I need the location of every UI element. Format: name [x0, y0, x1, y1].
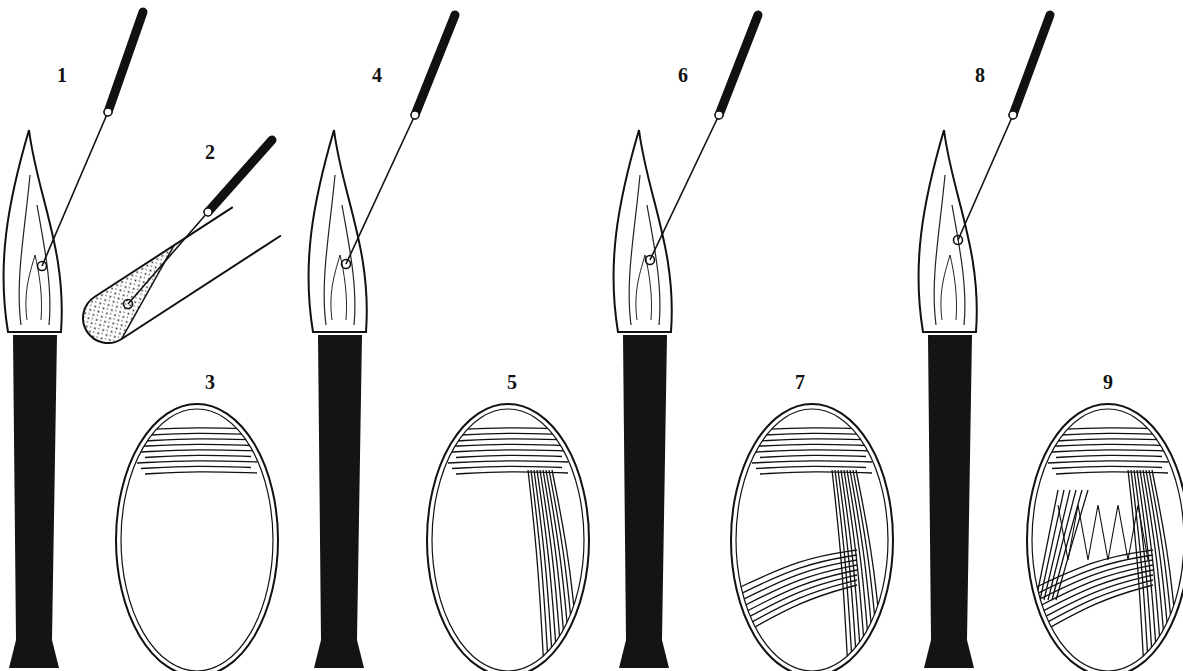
- bunsen-burner: [4, 130, 62, 668]
- petri-dish: [427, 404, 589, 671]
- callout-number: 2: [205, 142, 215, 162]
- inoculating-loop: [954, 15, 1051, 245]
- bunsen-burner: [614, 130, 672, 668]
- callout-number: 6: [678, 65, 688, 85]
- callout-number: 3: [205, 372, 215, 392]
- bunsen-burner: [309, 130, 367, 668]
- culture-tube: [73, 194, 281, 353]
- callout-number: 8: [975, 65, 985, 85]
- inoculating-loop: [646, 15, 759, 265]
- bunsen-burner: [919, 130, 977, 668]
- callout-number: 9: [1103, 372, 1113, 392]
- petri-dish: [1027, 404, 1183, 671]
- petri-dish: [116, 404, 278, 671]
- callout-number: 7: [795, 372, 805, 392]
- petri-dish: [731, 404, 893, 671]
- callout-number: 4: [372, 65, 382, 85]
- inoculating-loop: [342, 15, 456, 269]
- inoculating-loop: [124, 140, 273, 309]
- callout-number: 1: [57, 65, 67, 85]
- inoculating-loop: [38, 12, 144, 271]
- callout-number: 5: [507, 372, 517, 392]
